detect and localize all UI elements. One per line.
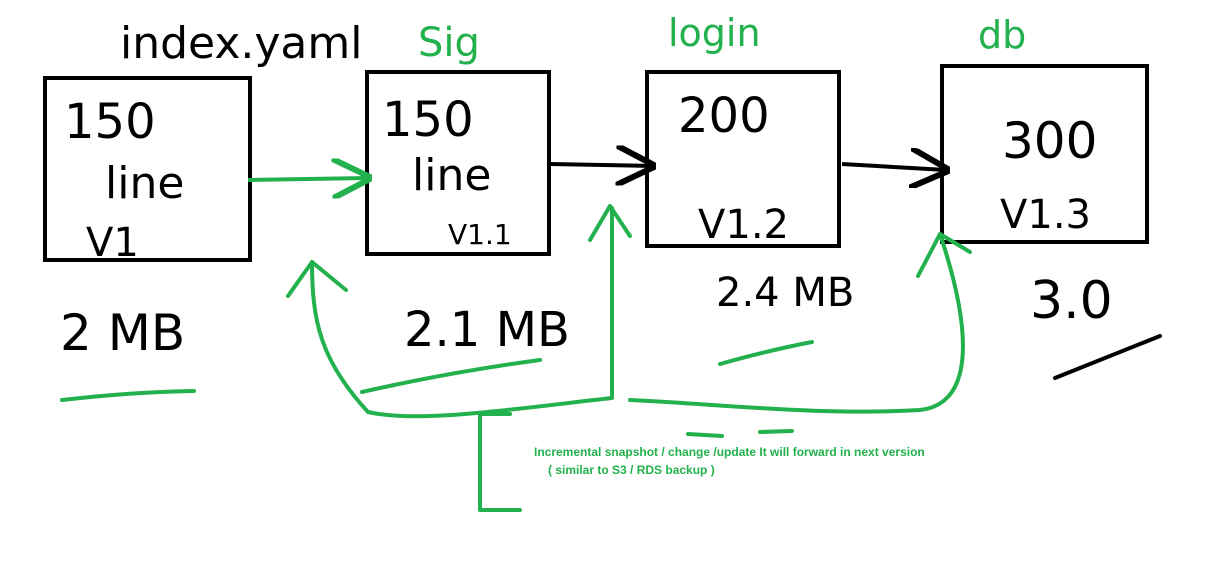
stage-version-2: V1.1 [448, 218, 512, 251]
note-bracket [478, 412, 522, 512]
stage-size-2: 2.1 MB [404, 302, 570, 358]
stage-unit-2: line [412, 150, 491, 201]
stage-version-3: V1.2 [698, 202, 789, 248]
arrow-box1-to-box2 [247, 178, 368, 180]
underline-2 [360, 358, 542, 394]
stage-title-1: index.yaml [120, 18, 362, 69]
stage-version-1: V1 [86, 220, 139, 266]
stage-lines-3: 200 [678, 88, 770, 144]
underline-3 [718, 340, 814, 366]
stage-lines-2: 150 [382, 92, 474, 148]
feedback-loop-line [310, 206, 965, 419]
underline-mark [686, 429, 794, 438]
feedback-arrowhead-box4 [916, 232, 972, 278]
arrow-box2-to-box3 [549, 164, 652, 166]
underline-4 [1053, 334, 1162, 380]
arrow-box3-to-box4 [841, 164, 946, 170]
feedback-arrowhead-box2 [286, 260, 348, 298]
stage-unit-1: line [105, 158, 184, 209]
note-line-1: Incremental snapshot / change /update It… [534, 445, 925, 459]
stage-lines-1: 150 [64, 94, 156, 150]
underline-1 [60, 389, 196, 402]
feedback-arrowhead-box3 [588, 204, 632, 242]
stage-size-1: 2 MB [60, 304, 185, 362]
note-line-2: ( similar to S3 / RDS backup ) [548, 463, 715, 477]
stage-title-3: login [668, 11, 761, 55]
stage-lines-4: 300 [1002, 112, 1097, 170]
stage-title-4: db [978, 13, 1026, 57]
stage-box-1 [43, 76, 252, 262]
stage-version-4: V1.3 [1000, 192, 1091, 238]
stage-size-4: 3.0 [1030, 271, 1113, 331]
stage-size-3: 2.4 MB [716, 270, 854, 316]
stage-title-2: Sig [418, 20, 480, 66]
